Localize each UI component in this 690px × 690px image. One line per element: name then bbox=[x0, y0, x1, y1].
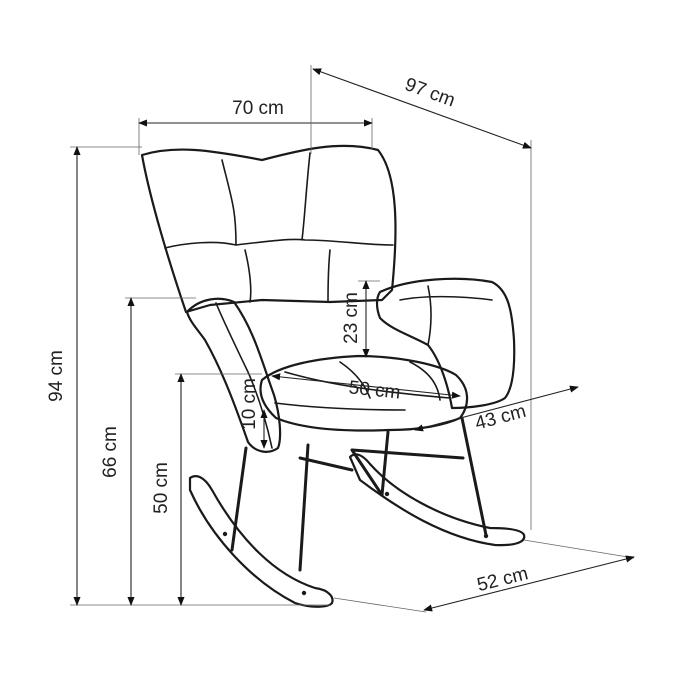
backrest-seams bbox=[164, 152, 394, 303]
label-cushion-thickness: 10 cm bbox=[239, 378, 260, 430]
label-top-width: 70 cm bbox=[232, 98, 284, 119]
left-rocker-bolt-1 bbox=[222, 531, 228, 537]
dimension-cushion-thickness: 10 cm bbox=[239, 378, 268, 449]
dimension-base-width: 52 cm bbox=[333, 539, 635, 613]
label-length: 97 cm bbox=[402, 74, 458, 111]
right-armrest-seams bbox=[399, 285, 493, 346]
dimension-total-height: 94 cm bbox=[46, 146, 330, 606]
label-total-height: 94 cm bbox=[46, 350, 67, 402]
right-rocker-bolt-2 bbox=[483, 533, 489, 539]
backrest bbox=[140, 144, 397, 314]
label-armrest-above-seat: 23 cm bbox=[341, 292, 362, 344]
label-armrest-height: 66 cm bbox=[100, 426, 121, 478]
dimension-armrest-above-seat: 23 cm bbox=[341, 280, 380, 358]
label-seat-width: 50 cm bbox=[348, 377, 402, 403]
left-rocker-bolt-2 bbox=[301, 590, 307, 596]
legs bbox=[230, 416, 488, 572]
right-rocker bbox=[348, 453, 526, 547]
label-seat-height: 50 cm bbox=[151, 462, 172, 514]
right-rocker-bolt-1 bbox=[384, 491, 390, 497]
chair-drawing bbox=[140, 144, 526, 608]
left-armrest bbox=[185, 297, 282, 453]
dimension-seat-height: 50 cm bbox=[151, 373, 262, 606]
dimension-armrest-height: 66 cm bbox=[100, 297, 196, 606]
left-rocker bbox=[188, 475, 334, 608]
label-base-width: 52 cm bbox=[475, 563, 530, 596]
